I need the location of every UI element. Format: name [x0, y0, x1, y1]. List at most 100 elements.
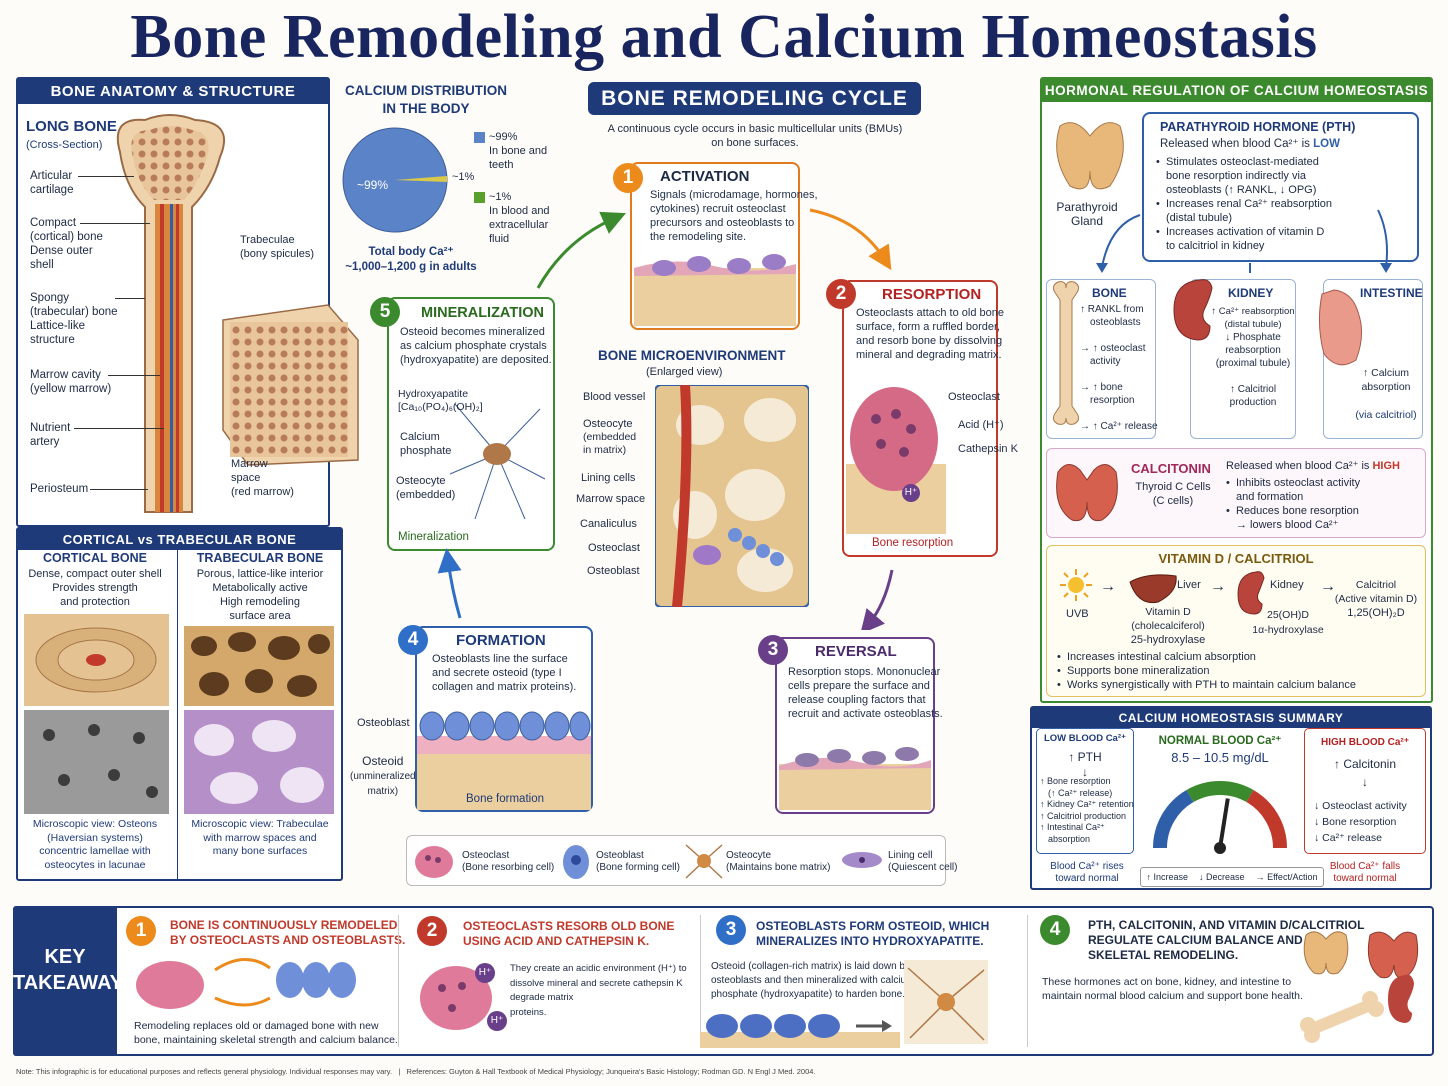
legend-osteocyte: Osteocyte(Maintains bone matrix): [726, 850, 831, 873]
long-bone-illustration: [116, 114, 225, 513]
pth-title: PARATHYROID HORMONE (PTH): [1160, 120, 1356, 134]
cortical-title: CORTICAL BONE: [43, 551, 147, 565]
takeaway-2-hplus-b: H⁺: [487, 1011, 507, 1031]
mineralization-number: 5: [370, 297, 400, 327]
sun-icon: [1060, 569, 1092, 601]
micro-label-marrow: Marrow space: [576, 493, 646, 505]
low-calcium-box: [1036, 728, 1134, 854]
formation-title: FORMATION: [456, 632, 546, 649]
resorption-number: 2: [826, 279, 856, 309]
osteoclast-label: Osteoclast: [948, 391, 1000, 403]
takeaway-4-number: 4: [1040, 915, 1070, 945]
target-kidney-box: [1190, 279, 1296, 439]
micro-subtitle: (Enlarged view): [646, 366, 723, 378]
leader-line: [78, 176, 134, 177]
hormonal-header: HORMONAL REGULATION OF CALCIUM HOMEOSTAS…: [1042, 79, 1431, 102]
parathyroid-gland-icon: [1056, 122, 1124, 190]
lining-cell-icon: [842, 852, 882, 868]
calcitriol-label: Calcitriol(Active vitamin D)1,25(OH)₂D: [1334, 579, 1418, 619]
calcium-gauge: [1152, 780, 1288, 854]
cycle-subtitle: A continuous cycle occurs in basic multi…: [607, 123, 903, 149]
takeaway-3-number: 3: [716, 915, 746, 945]
footer-separator: |: [398, 1067, 401, 1076]
total-calcium: Total body Ca²⁺~1,000–1,200 g in adults: [345, 246, 477, 273]
liver-icon: [1129, 574, 1177, 604]
leader-line: [108, 375, 160, 376]
cortical-trabecular-header: CORTICAL vs TRABECULAR BONE: [18, 529, 341, 550]
low-calcium-title: LOW BLOOD Ca²⁺: [1043, 733, 1127, 744]
vitd-title: VITAMIN D / CALCITRIOL: [1158, 551, 1314, 566]
normal-calcium-title: NORMAL BLOOD Ca²⁺: [1158, 735, 1282, 747]
takeaway-2-number: 2: [417, 916, 447, 946]
pie-label-99: ~99%: [357, 178, 389, 192]
takeaway-4-title: PTH, CALCITONIN, AND VITAMIN D/CALCITRIO…: [1088, 918, 1365, 962]
micro-label-blood-vessel: Blood vessel: [583, 391, 646, 403]
bone-anatomy-header: BONE ANATOMY & STRUCTURE: [18, 79, 328, 104]
low-calcium-hormone: ↑ PTH↓: [1068, 750, 1102, 779]
kidney-icon-small: [1237, 571, 1265, 615]
long-bone-title: LONG BONE: [26, 118, 117, 135]
micro-label-osteoclast: Osteoclast: [588, 542, 640, 554]
osteoclast-icon: [415, 846, 453, 878]
trabecular-micrograph: [184, 710, 334, 814]
micro-title: BONE MICROENVIRONMENT: [598, 348, 786, 363]
vitd-arrow-1: →: [1100, 578, 1116, 595]
kidney-label: Kidney: [1270, 579, 1304, 591]
cathepsin-label: Cathepsin K: [958, 443, 1018, 455]
cortical-bone-image: [24, 614, 169, 706]
trabecular-bone-block: [222, 304, 359, 466]
takeaway-2-desc: They create an acidic environment (H⁺) t…: [510, 963, 687, 1018]
vitd-arrow-3: →: [1320, 578, 1336, 595]
legend-decrease: ↓ Decrease: [1199, 872, 1245, 882]
high-calcium-title: HIGH BLOOD Ca²⁺: [1320, 737, 1410, 748]
thyroid-icon: [1056, 464, 1118, 522]
mineralization-title: MINERALIZATION: [421, 305, 544, 321]
micro-illustration: [655, 385, 809, 607]
leader-line: [115, 298, 145, 299]
normal-calcium-range: 8.5 – 10.5 mg/dL: [1171, 750, 1269, 765]
reversal-number: 3: [758, 635, 788, 665]
takeaway-3-illustration: [700, 1014, 900, 1048]
osteocyte-icon: [685, 844, 723, 879]
takeaway-4-desc: These hormones act on bone, kidney, and …: [1042, 976, 1303, 1002]
vitd-bullets: Increases intestinal calcium absorption …: [1057, 650, 1422, 692]
summary-legend: ↑ Increase ↓ Decrease → Effect/Action: [1140, 867, 1324, 887]
trabeculae-label: Trabeculae(bony spicules): [240, 234, 314, 260]
takeaway-2-illustration: [420, 966, 492, 1030]
high-calcium-items: ↓ Osteoclast activity↓ Bone resorption↓ …: [1314, 800, 1407, 844]
mineralization-caption: Mineralization: [398, 531, 469, 543]
osteoblast-label: Osteoblast: [357, 717, 410, 729]
cross-section-label: (Cross-Section): [26, 139, 103, 151]
leader-line: [74, 428, 164, 429]
osteocyte-network-illustration: [449, 403, 546, 520]
kidney-icon: [1173, 279, 1213, 341]
hydroxyapatite-label: Hydroxyapatite[Ca₁₀(PO₄)₆(OH)₂]: [398, 388, 483, 413]
legend-swatch-blood: [474, 192, 485, 203]
uvb-label: UVB: [1066, 608, 1089, 620]
marrow-cavity-label: Marrow cavity(yellow marrow): [30, 369, 112, 395]
trabecular-title: TRABECULAR BONE: [196, 551, 324, 565]
resorption-title: RESORPTION: [882, 286, 982, 303]
liver-label: Liver: [1177, 579, 1201, 591]
osteoclast-illustration: [846, 387, 946, 534]
column-divider: [177, 548, 178, 880]
high-calcium-box: [1304, 728, 1426, 854]
osteocyte-embedded-label: Osteocyte(embedded): [396, 475, 456, 501]
activation-desc: Signals (microdamage, hormones,cytokines…: [650, 189, 818, 243]
